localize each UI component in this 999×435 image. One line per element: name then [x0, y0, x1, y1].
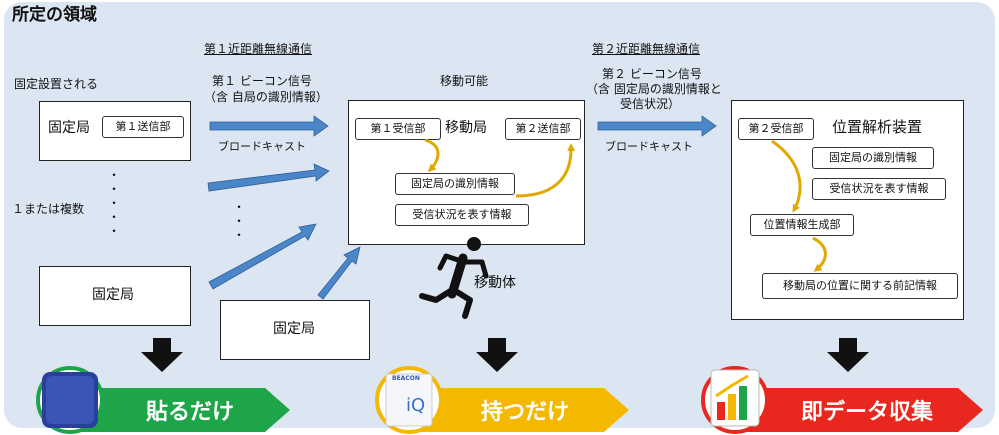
- curve-rx1: [424, 138, 440, 173]
- signal2-line3: 受信状況）: [620, 97, 681, 111]
- position-info-box: 移動局の位置に関する前記情報: [762, 273, 958, 299]
- beacon-brand-text: BEACON: [392, 375, 420, 382]
- arrow-fixed-b: [208, 223, 317, 290]
- arrow-fixed-a: [207, 163, 330, 192]
- fixed-station-3-label: 固定局: [273, 321, 315, 337]
- mobile-reception-box: 受信状況を表す情報: [395, 204, 529, 226]
- banner-red-shape: [736, 388, 983, 432]
- fixed-station-3-box: 固定局: [220, 300, 370, 360]
- collect-banner-text: 即データ収集: [800, 400, 933, 425]
- mobile-station-box: 第１受信部 移動局 第２送信部 固定局の識別情報 受信状況を表す情報: [348, 100, 585, 245]
- broadcast1-label: ブロードキャスト: [218, 140, 306, 153]
- region-title: 所定の領域: [12, 5, 97, 25]
- fixed-station-2-box: 固定局: [39, 266, 191, 326]
- carry-banner-text: 持つだけ: [480, 400, 569, 425]
- down-arrow-2: [476, 338, 518, 372]
- transmitter2-box: 第２送信部: [505, 118, 581, 140]
- arrow-fixed-c: [317, 246, 361, 300]
- signal1-line1: 第１ ビーコン信号: [212, 74, 312, 88]
- generator-box: 位置情報生成部: [750, 214, 854, 236]
- middle-dots: ・・・: [233, 200, 246, 242]
- analyzer-title: 位置解析装置: [832, 118, 923, 136]
- fixed-station-2-label: 固定局: [92, 287, 134, 303]
- link2-heading: 第２近距離無線通信: [592, 42, 701, 56]
- curve-gen: [812, 236, 827, 272]
- fixed-station-label: 固定局: [48, 120, 90, 136]
- mobile-body-label: 移動体: [474, 275, 516, 291]
- analyzer-reception-box: 受信状況を表す情報: [812, 178, 946, 200]
- signal2-line2: （含 固定局の識別情報と: [586, 82, 722, 96]
- broadcast2-label: ブロードキャスト: [605, 140, 693, 153]
- mobile-station-label: 移動局: [445, 120, 487, 136]
- arrow-transmit1: [209, 115, 329, 137]
- beacon-mark-text: iQ: [406, 395, 426, 416]
- arrow-transmit2: [597, 115, 717, 137]
- curve-rx2: [771, 139, 802, 213]
- mobile-fixed-id-box: 固定局の識別情報: [395, 173, 515, 195]
- receiver2-box: 第２受信部: [738, 118, 814, 140]
- analyzer-box: 第２受信部 位置解析装置 固定局の識別情報 受信状況を表す情報 位置情報生成部 …: [731, 100, 964, 320]
- fixed-station-box: 固定局 第１送信部: [39, 101, 191, 161]
- stick-banner-text: 貼るだけ: [145, 400, 234, 425]
- movable-label: 移動可能: [440, 74, 489, 88]
- down-arrow-3: [827, 338, 869, 372]
- signal2-line1: 第２ ビーコン信号: [602, 67, 702, 81]
- bar-chart-icon: [710, 369, 760, 427]
- banner-yellow-shape: [410, 388, 629, 432]
- vertical-dots: ・・・・・: [108, 168, 121, 238]
- banner-green-shape: [64, 388, 290, 432]
- count-label: １または複数: [12, 202, 85, 216]
- running-person-icon: [419, 237, 489, 319]
- down-arrow-1: [141, 338, 183, 372]
- link1-heading: 第１近距離無線通信: [204, 42, 313, 56]
- installed-label: 固定設置される: [14, 77, 99, 91]
- analyzer-fixed-id-box: 固定局の識別情報: [812, 147, 934, 169]
- transmitter1-box: 第１送信部: [102, 116, 184, 138]
- signal1-line2: （含 自局の識別情報）: [204, 90, 328, 104]
- receiver1-box: 第１受信部: [355, 118, 441, 140]
- beacon-tag-icon: [385, 373, 433, 427]
- curve-tx2: [515, 143, 576, 198]
